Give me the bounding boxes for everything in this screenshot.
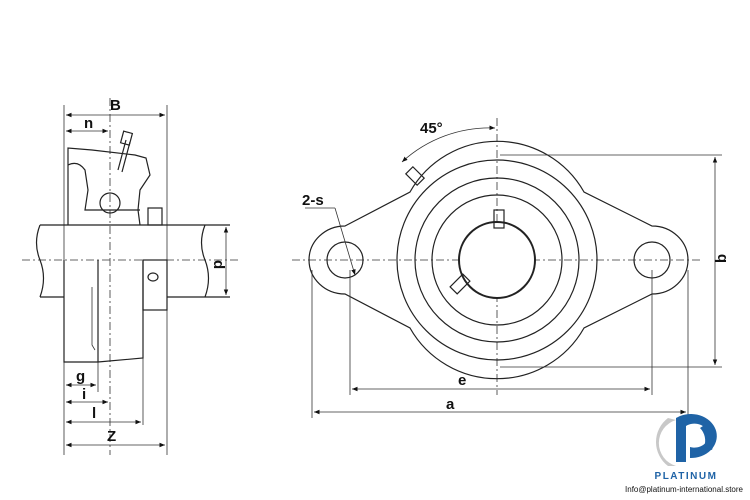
label-l: l bbox=[92, 405, 96, 422]
label-n: n bbox=[84, 115, 93, 132]
label-i: i bbox=[82, 386, 86, 403]
label-b: b bbox=[713, 254, 730, 263]
front-view bbox=[292, 118, 722, 418]
brand-name: PLATINUM bbox=[654, 471, 718, 482]
side-view bbox=[22, 98, 240, 455]
label-B: B bbox=[110, 97, 121, 114]
label-Z: Z bbox=[107, 428, 116, 445]
label-g: g bbox=[76, 368, 85, 385]
label-e: e bbox=[458, 372, 466, 389]
brand-email: Info@platinum-international.store bbox=[625, 485, 743, 494]
platinum-logo bbox=[656, 414, 717, 466]
label-angle: 45° bbox=[420, 120, 443, 137]
label-a: a bbox=[446, 396, 455, 413]
label-d: d bbox=[210, 260, 227, 269]
label-holes: 2-s bbox=[302, 192, 324, 209]
